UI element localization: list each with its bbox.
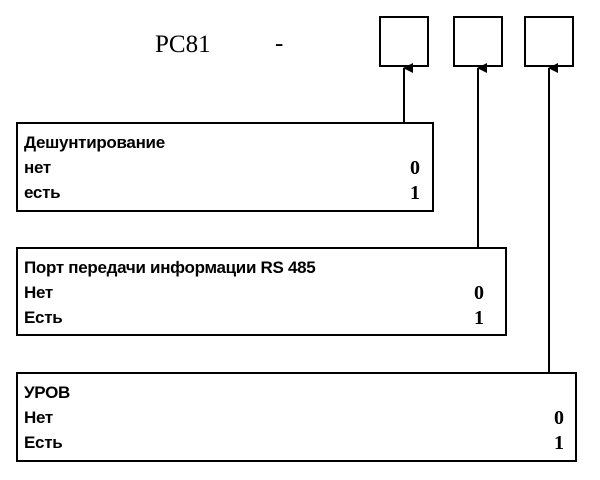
option-code: 0	[410, 157, 420, 179]
option-title: Порт передачи информации RS 485	[24, 258, 316, 277]
option-box-rs485-port: Порт передачи информации RS 485 Нет 0 Ес…	[16, 247, 507, 336]
option-label: Нет	[24, 283, 53, 302]
option-code: 1	[474, 307, 484, 329]
option-label: есть	[24, 183, 61, 202]
option-box-shunting: Дешунтирование нет 0 есть 1	[16, 122, 434, 212]
option-code: 1	[410, 182, 420, 204]
option-box-urov: УРОВ Нет 0 Есть 1	[16, 372, 577, 462]
option-code: 0	[474, 282, 484, 304]
option-title: Дешунтирование	[24, 133, 165, 152]
option-label: Нет	[24, 408, 53, 427]
code-separator: -	[275, 30, 284, 57]
option-code: 0	[554, 407, 564, 429]
option-code: 1	[554, 432, 564, 454]
code-position-box-3	[524, 16, 574, 67]
option-title: УРОВ	[24, 383, 70, 402]
model-code: PC81	[155, 31, 211, 58]
code-position-box-2	[453, 16, 503, 67]
option-label: Есть	[24, 308, 63, 327]
option-label: нет	[24, 158, 51, 177]
option-label: Есть	[24, 433, 63, 452]
code-position-box-1	[379, 16, 429, 67]
